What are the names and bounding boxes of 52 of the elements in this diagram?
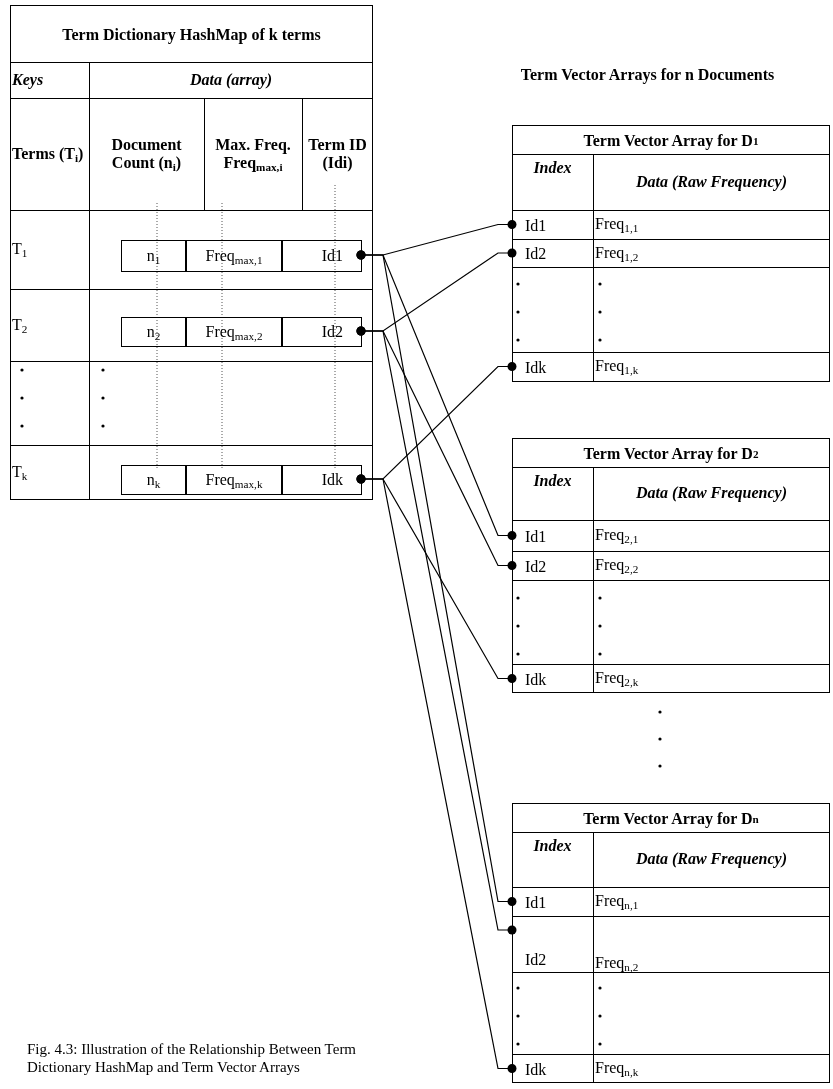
array-cell: n$_{1}$ [121,240,186,272]
table-cell-text: Freq$_{2,1}$ [595,525,640,548]
table-cell-text: T$_{1}$ [12,239,29,262]
table-cell-text: Freq$_{1,1}$ [595,214,640,237]
array-cell: Freq$_{max,2}$ [186,317,282,347]
index-cell: Idk [513,353,594,382]
table-cell-text: Freq$_{n,k}$ [595,1058,640,1081]
figure-caption: Fig. 4.3: Illustration of the Relationship Between Term Dictionary HashMap and Term Vector Arrays [27,1040,358,1076]
index-cell: Idk [513,1055,594,1084]
column-header: Index [532,835,573,856]
table-title: Term Dictionary HashMap of k terms [61,24,322,46]
column-header: Index [532,157,573,178]
column-header: Data (array) [188,69,274,91]
index-cell: Id2 [513,917,594,973]
array-cell: n$_{2}$ [121,317,186,347]
column-header: Index [532,470,573,491]
index-cell: Idk [513,665,594,694]
column-header: Data (Raw Frequency) [634,171,789,193]
column-header: Terms (T$_{i}$) [12,143,85,166]
data-table [512,125,830,382]
array-cell: Freq$_{max,k}$ [186,465,282,495]
column-header: Keys [12,69,45,91]
column-header: Term ID (Idi) [307,134,368,173]
array-cell: Id1 [282,240,362,272]
table-cell-text: Freq$_{n,1}$ [595,891,640,914]
table-cell-text: Freq$_{2,k}$ [595,668,640,691]
column-header: Data (Raw Frequency) [634,483,789,504]
data-table [512,803,830,1083]
index-cell: Id2 [513,240,594,268]
table-cell-text: Freq$_{n,2}$ [595,952,640,972]
array-cell: Id2 [282,317,362,347]
array-cell: n$_{k}$ [121,465,186,495]
index-cell: Id1 [513,211,594,240]
column-header: Data (Raw Frequency) [634,849,789,870]
column-header: Document Count (n$_{i}$) [110,134,183,175]
index-cell: Id1 [513,521,594,552]
table-cell-text: Freq$_{1,2}$ [595,242,640,265]
data-table [10,5,373,500]
table-cell-text: T$_{k}$ [12,462,29,485]
column-header: Max. Freq. Freq$_{max,i}$ [214,134,292,175]
connector-line [356,326,517,935]
connector-line [356,474,517,1073]
array-cell: Idk [282,465,362,495]
data-table [512,438,830,693]
connector-line [356,250,517,906]
index-cell: Id1 [513,888,594,917]
section-heading: Term Vector Arrays for n Documents [519,64,776,86]
table-cell-text: Freq$_{1,k}$ [595,356,640,379]
table-cell-text: Freq$_{2,2}$ [595,555,640,578]
index-cell: Id2 [513,552,594,581]
array-cell: Freq$_{max,1}$ [186,240,282,272]
table-cell-text: T$_{2}$ [12,314,29,337]
